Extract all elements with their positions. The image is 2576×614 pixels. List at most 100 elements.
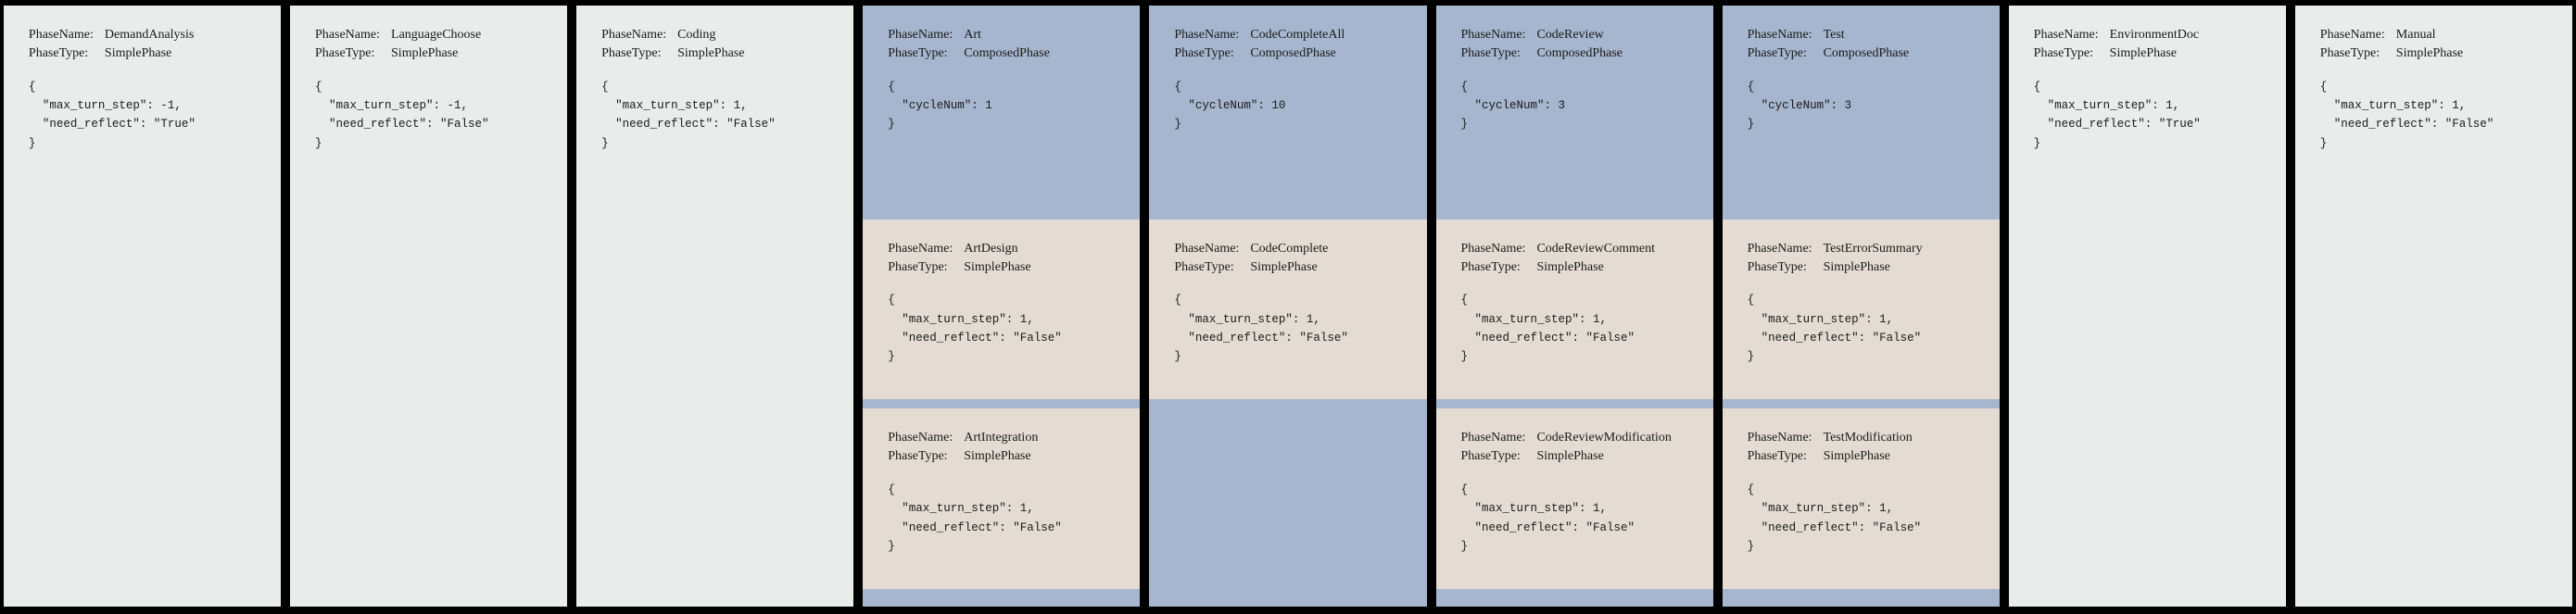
phase-config-json: { "max_turn_step": 1, "need_reflect": "T… — [2034, 78, 2275, 153]
json-line-close: } — [315, 136, 322, 150]
phase-type-value: SimplePhase — [1250, 259, 1318, 274]
json-line-open: { — [601, 80, 609, 94]
phase-type-value: SimplePhase — [1536, 449, 1604, 464]
phase-name-label: PhaseName: — [1747, 431, 1812, 445]
phase-type-label-row: PhaseType:SimplePhase — [1460, 258, 1701, 277]
phase-name-label-row: PhaseName: Coding — [601, 26, 842, 44]
phase-config-json: { "max_turn_step": 1, "need_reflect": "F… — [1460, 291, 1701, 366]
json-line-line1: "max_turn_step": 1, — [888, 312, 1034, 326]
phase-name-label: PhaseName: — [2319, 28, 2385, 42]
phase-name-label-row: PhaseName:CodeReviewModification — [1460, 429, 1701, 447]
phase-name-label: PhaseName: — [601, 28, 667, 42]
json-line-open: { — [2319, 80, 2328, 94]
json-line-line1: "max_turn_step": 1, — [888, 502, 1034, 516]
phase-name-value: TestModification — [1823, 431, 1913, 445]
json-line-line1: "max_turn_step": -1, — [315, 99, 469, 112]
json-line-line1: "max_turn_step": 1, — [2033, 99, 2180, 112]
phase-config-json: { "cycleNum": 3} — [1460, 78, 1701, 134]
composed-phase-divider — [863, 399, 1141, 409]
json-line-line1: "max_turn_step": 1, — [1747, 312, 1894, 326]
phase-type-label-row: PhaseType:SimplePhase — [315, 44, 556, 63]
phase-type-value: SimplePhase — [1823, 449, 1890, 464]
json-line-open: { — [2033, 80, 2041, 94]
phase-name-value: EnvironmentDoc — [2109, 28, 2200, 42]
json-line-close: } — [1747, 539, 1755, 553]
composed-phase-divider — [1149, 209, 1427, 219]
json-line-open: { — [1460, 294, 1468, 307]
phase-name-value: Coding — [677, 28, 716, 42]
phase-name-label: PhaseName: — [1460, 431, 1526, 445]
phase-name-value: CodeReviewComment — [1536, 241, 1655, 256]
phase-type-label-row: PhaseType:ComposedPhase — [1174, 44, 1415, 63]
phase-name-label: PhaseName: — [1460, 28, 1526, 42]
phase-type-label: PhaseType: — [2319, 45, 2380, 60]
phase-name-label-row: PhaseName: TestModification — [1748, 429, 1989, 447]
json-line-line2: "need_reflect": "False" — [315, 118, 489, 132]
phase-type-value: SimplePhase — [964, 259, 1031, 274]
phase-name-label: PhaseName: — [1460, 241, 1526, 256]
phase-name-label-row: PhaseName:LanguageChoose — [315, 26, 556, 44]
phase-config-json: { "max_turn_step": 1, "need_reflect": "F… — [888, 481, 1129, 556]
json-line-close: } — [1460, 350, 1468, 364]
phase-type-value: ComposedPhase — [964, 45, 1050, 60]
phase-config-json: { "max_turn_step": 1, "need_reflect": "F… — [2320, 78, 2561, 153]
phase-type-label-row: PhaseType: ComposedPhase — [1748, 44, 1989, 63]
json-line-line2: "need_reflect": "True" — [28, 118, 196, 132]
phase-config-json: { "max_turn_step": 1, "need_reflect": "F… — [888, 291, 1129, 366]
json-line-open: { — [1747, 294, 1755, 307]
phase-name-value: CodeReview — [1536, 28, 1604, 42]
phase-config-json: { "cycleNum": 1} — [888, 78, 1129, 134]
phase-type-label: PhaseType: — [1747, 45, 1807, 60]
phase-config-json: { "max_turn_step": 1, "need_reflect": "F… — [1748, 481, 1989, 556]
composed-phase-filler — [1149, 399, 1427, 607]
json-line-open: { — [1174, 294, 1181, 307]
phase-type-label-row: PhaseType:SimplePhase — [1748, 258, 1989, 277]
phase-name-label: PhaseName: — [28, 28, 94, 42]
phase-name-value: DemandAnalysis — [104, 28, 195, 42]
phase-type-value: ComposedPhase — [1823, 45, 1910, 60]
phase-name-value: Art — [964, 28, 981, 42]
json-line-close: } — [1174, 350, 1181, 364]
composed-phase-filler — [1722, 589, 2000, 607]
json-line-line2: "need_reflect": "False" — [1460, 520, 1635, 534]
json-line-open: { — [888, 483, 895, 497]
json-line-line1: "cycleNum": 3 — [1747, 99, 1852, 112]
composed-phase-divider — [1722, 399, 2000, 409]
json-line-line1: "max_turn_step": 1, — [2319, 99, 2467, 112]
json-line-open: { — [315, 80, 322, 94]
phase-type-label-row: PhaseType:ComposedPhase — [888, 44, 1129, 63]
json-line-close: } — [1460, 118, 1468, 132]
json-line-close: } — [888, 350, 895, 364]
json-line-line2: "need_reflect": "False" — [601, 118, 776, 132]
